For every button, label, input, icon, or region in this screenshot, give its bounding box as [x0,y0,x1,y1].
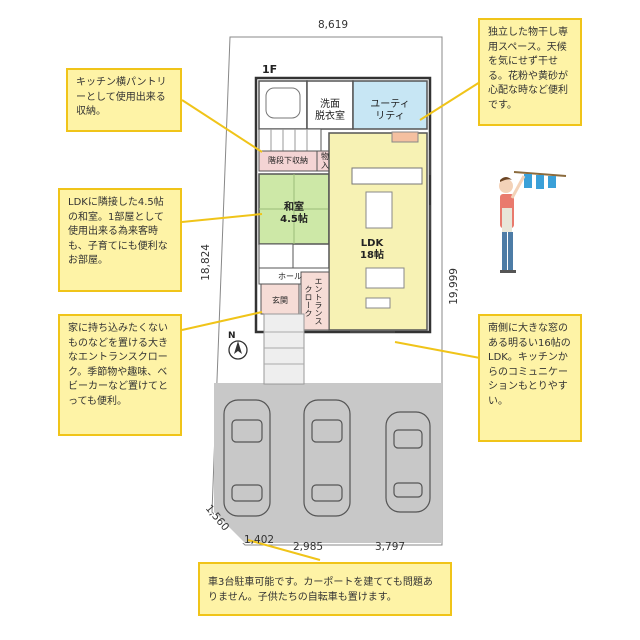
entrance-label: 玄関 [272,296,288,305]
leader-line [419,81,481,121]
toilet [258,243,294,269]
ldk-label: LDK 18帖 [360,238,384,261]
leader-line [247,539,321,561]
dining-table [365,191,393,229]
washitsu-label: 和室 4.5帖 [280,202,308,225]
note-entrance-closet: 家に持ち込みたくないものなどを置ける大きなエントランスクローク。季節物や趣味、ベ… [58,314,182,436]
bathroom [258,80,308,130]
washroom-label: 洗面 脱衣室 [315,99,345,122]
entrance-closet-label: エントランス クローク [304,277,323,325]
approach [263,313,305,385]
floor-label: 1F [262,63,278,76]
dimension-bottom-a: 1,402 [244,534,275,546]
leader-line [394,341,481,359]
parking-area [214,383,442,543]
stairs [258,128,322,152]
note-washitsu: LDKに隣接した4.5帖の和室。1部屋として使用出来る為来客時も、子育てにも便利… [58,188,182,292]
utility-room [352,80,428,130]
kitchen-counter [351,167,423,185]
leader-line [181,99,263,153]
note-utility: 独立した物干し専用スペース。天候を気にせず干せる。花粉や黄砂が心配な時など便利で… [478,18,582,126]
dimension-left-height: 18,824 [200,244,212,281]
dimension-right-height: 19,999 [448,268,460,305]
sofa [365,267,405,289]
dimension-bottom-b: 2,985 [293,541,324,553]
leader-line [181,213,263,223]
note-kitchen-pantry: キッチン横パントリーとして使用出来る収納。 [66,68,182,132]
note-ldk: 南側に大きな窓のある明るい16帖のLDK。キッチンからのコミュニケーションもとり… [478,314,582,442]
storage-label: 物 入 [321,152,329,170]
utility-label: ユーティ リティ [370,99,410,122]
dimension-bottom-c: 3,797 [375,541,406,553]
car-icon [223,399,271,517]
note-parking: 車3台駐車可能です。カーポートを建てても問題ありません。子供たちの自転車も置けま… [198,562,452,616]
hall-label: ホール [278,272,302,281]
car-icon [303,399,351,517]
tv-board [365,297,391,309]
north-arrow-icon [228,340,248,360]
north-label: N [228,331,236,341]
washroom [306,80,354,130]
entrance [260,283,300,315]
leader-line [181,311,263,331]
stair-storage-label: 階段下収納 [268,156,308,165]
car-icon [385,411,431,513]
dimension-top-width: 8,619 [318,19,349,31]
entrance-closet [300,271,330,331]
laundry-woman-illustration [499,171,567,273]
